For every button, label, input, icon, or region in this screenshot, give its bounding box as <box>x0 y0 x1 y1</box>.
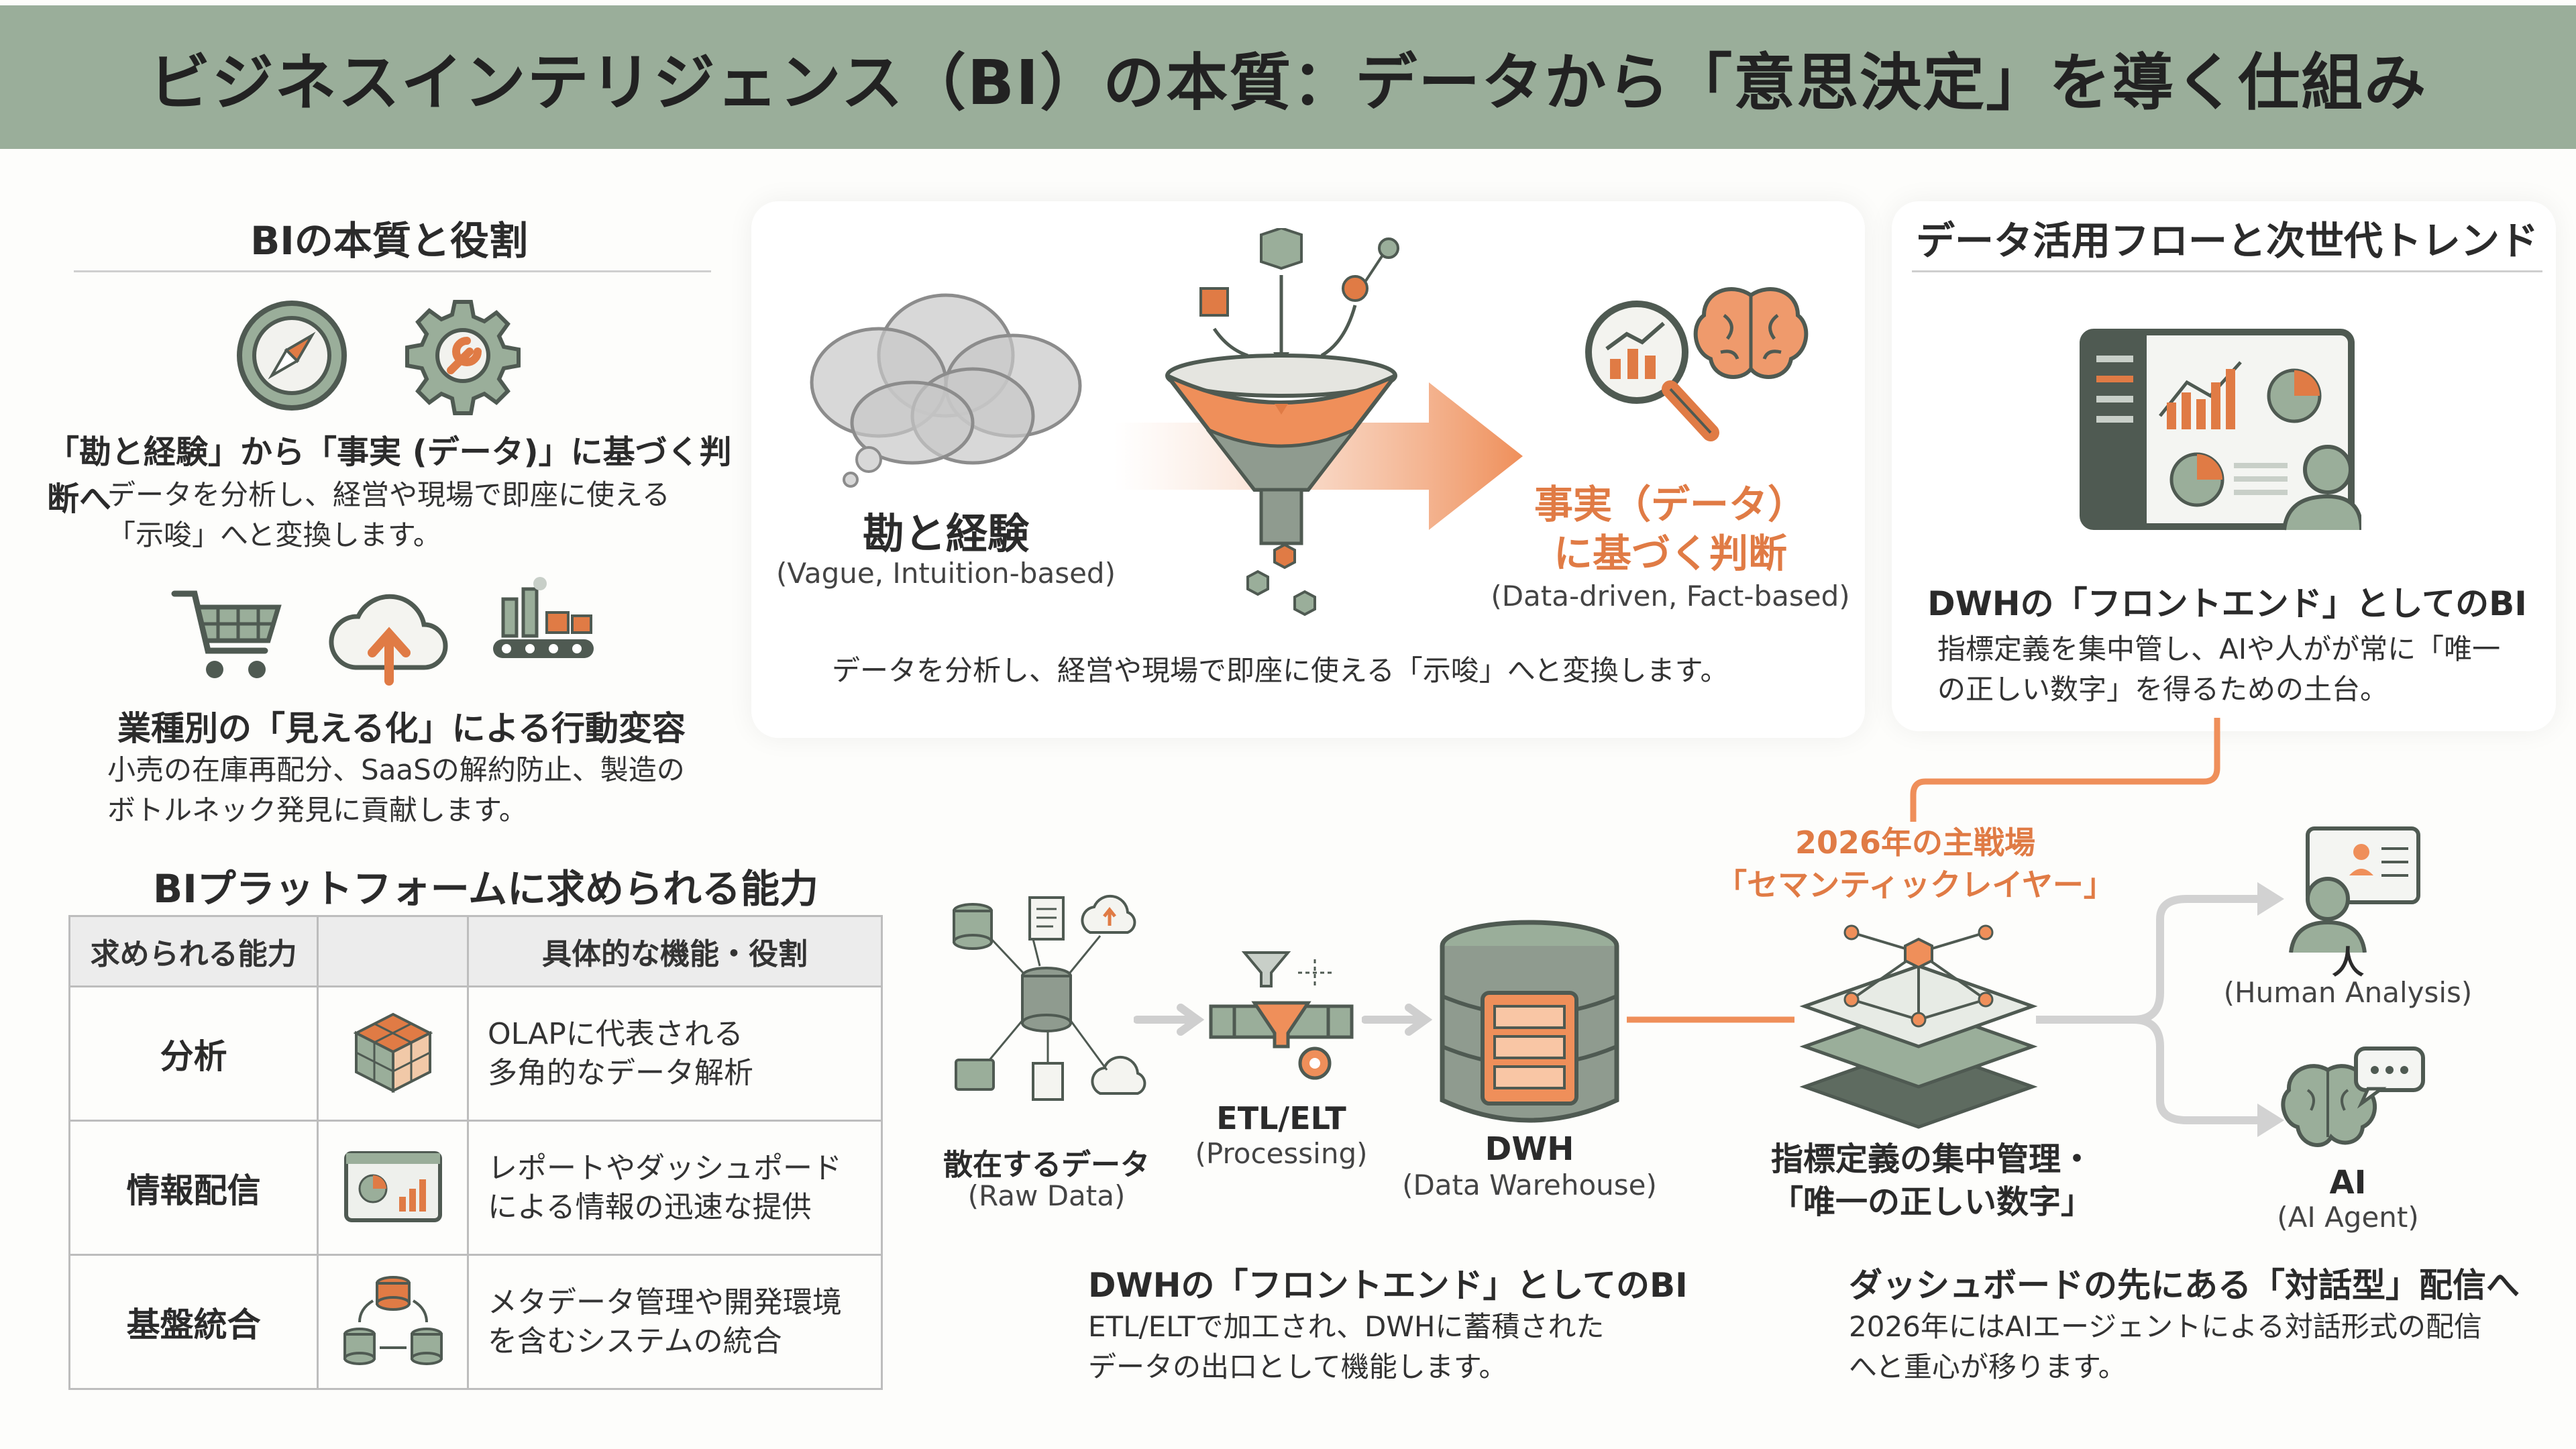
col-header-icon <box>317 915 469 987</box>
metrics-line1: 指標定義の集中管理・ <box>1770 1140 2093 1178</box>
flow-arrow-2 <box>1362 1004 1433 1036</box>
report-dashboard-icon <box>343 1150 442 1222</box>
fact-label-line2: に基づく判断 <box>1553 531 1787 576</box>
semantic-line2: 「セマンティックレイヤー」 <box>1716 867 2114 903</box>
connector-line <box>1910 718 2220 822</box>
capability-desc-line2: による情報の迅速な提供 <box>488 1189 812 1224</box>
intuition-label: 勘と経験 <box>862 509 1029 558</box>
shopping-cart-icon <box>171 590 282 678</box>
right-heading: データ活用フローと次世代トレンド <box>1915 218 2538 264</box>
data-funnel-icon <box>1165 228 1399 616</box>
human-sub: (Human Analysis) <box>2223 976 2473 1009</box>
table-row: 基盤統合 メタデータ管理や開発環境 を含むシステムの統合 <box>68 1254 883 1390</box>
etl-sub: (Processing) <box>1195 1137 1368 1170</box>
right-heading-rule <box>1912 270 2542 272</box>
scattered-data-icon <box>953 894 1146 1101</box>
left-block2-line2: ボトルネック発見に貢献します。 <box>107 794 527 826</box>
ai-label: AI <box>2329 1164 2367 1201</box>
bottom2-line2: へと重心が移ります。 <box>1849 1350 2127 1383</box>
fact-sub: (Data-driven, Fact-based) <box>1491 580 1850 612</box>
capability-name: 基盤統合 <box>68 1254 319 1390</box>
left-block1-line1: データを分析し、経営や現場で即座に使える <box>107 478 670 511</box>
dwh-database-icon <box>1440 920 1619 1123</box>
capability-desc-line2: 多角的なデータ解析 <box>488 1055 753 1090</box>
title-banner <box>0 5 2576 149</box>
ai-sub: (AI Agent) <box>2277 1201 2419 1234</box>
left-block2-title: 業種別の「見える化」による行動変容 <box>117 709 686 748</box>
intuition-sub: (Vague, Intuition-based) <box>776 557 1116 590</box>
etl-label: ETL/ELT <box>1216 1100 1346 1136</box>
brain-icon <box>1693 287 1809 379</box>
capability-name: 情報配信 <box>68 1120 319 1256</box>
right-dwh-title: DWHの「フロントエンド」としてのBI <box>1927 584 2527 623</box>
capability-table-header: 求められる能力 具体的な機能・役割 <box>68 915 883 987</box>
left-block1-line2: 「示唆」へと変換します。 <box>107 519 441 551</box>
flow-arrow-1 <box>1134 1004 1205 1036</box>
olap-cube-icon <box>353 1012 433 1093</box>
fact-label-line1: 事実（データ） <box>1534 482 1807 527</box>
branch-arrows <box>2036 882 2284 1137</box>
left-block2-line1: 小売の在庫再配分、SaaSの解約防止、製造の <box>107 753 685 786</box>
human-label: 人 <box>2331 944 2364 981</box>
capability-desc-line1: レポートやダッシュポード <box>488 1150 842 1185</box>
capability-desc-line1: メタデータ管理や開発環境 <box>488 1285 842 1320</box>
page-title: ビジネスインテリジェンス（BI）の本質：データから「意思決定」を導く仕組み <box>148 46 2428 119</box>
raw-data-label: 散在するデータ <box>943 1148 1150 1182</box>
capability-desc-line2: を含むシステムの統合 <box>488 1324 782 1358</box>
left-block1-title: 「勘と経験」から「事実 (データ)」に基づく判断へ <box>47 433 732 518</box>
bottom1-line1: ETL/ELTで加工され、DWHに蓄積された <box>1088 1310 1605 1343</box>
orange-link-line <box>1627 1016 1794 1023</box>
cloud-upload-icon <box>329 594 448 686</box>
capability-name: 分析 <box>68 985 319 1122</box>
right-dwh-line1: 指標定義を集中管し、AIや人がが常に「唯一 <box>1937 633 2501 665</box>
metrics-line2: 「唯一の正しい数字」 <box>1770 1183 2093 1221</box>
dashboard-user-icon <box>2080 329 2361 531</box>
table-row: 分析 OLAPに代表される 多角的なデータ解析 <box>68 985 883 1122</box>
factory-conveyor-icon <box>493 577 594 658</box>
platform-heading: BIプラットフォームに求められる能力 <box>153 866 819 912</box>
analytics-magnifier-icon <box>1585 301 1719 441</box>
left-heading: BIの本質と役割 <box>250 218 528 264</box>
database-sync-icon <box>343 1275 443 1365</box>
center-caption: データを分析し、経営や現場で即座に使える「示唆」へと変換します。 <box>832 654 1729 687</box>
etl-funnel-icon <box>1209 951 1354 1080</box>
capability-desc-line1: OLAPに代表される <box>488 1016 743 1051</box>
col-header-function: 具体的な機能・役割 <box>467 915 883 987</box>
compass-icon <box>237 301 347 411</box>
gear-wrench-icon <box>405 300 521 415</box>
bottom1-line2: データの出口として機能します。 <box>1088 1350 1507 1383</box>
dwh-label: DWH <box>1485 1130 1574 1168</box>
bottom1-title: DWHの「フロントエンド」としてのBI <box>1088 1266 1688 1305</box>
bottom2-title: ダッシュボードの先にある「対話型」配信へ <box>1849 1266 2520 1305</box>
dwh-sub: (Data Warehouse) <box>1402 1169 1657 1201</box>
raw-data-sub: (Raw Data) <box>967 1179 1126 1212</box>
bottom2-line1: 2026年にはAIエージェントによる対話形式の配信 <box>1849 1310 2482 1343</box>
right-dwh-line2: の正しい数字」を得るための土台。 <box>1937 673 2389 706</box>
col-header-capability: 求められる能力 <box>68 915 319 987</box>
semantic-line1: 2026年の主戦場 <box>1794 824 2036 861</box>
capability-table: 求められる能力 具体的な機能・役割 分析 OLAPに代表される 多角的なデータ解… <box>68 915 883 1390</box>
thought-cloud-icon <box>810 293 1082 488</box>
ai-agent-icon <box>2281 1046 2425 1147</box>
human-analyst-icon <box>2289 826 2420 953</box>
semantic-layer-icon <box>1799 924 2038 1129</box>
left-heading-rule <box>74 270 711 272</box>
table-row: 情報配信 レポートやダッシュポード による情報の迅速な提供 <box>68 1120 883 1256</box>
